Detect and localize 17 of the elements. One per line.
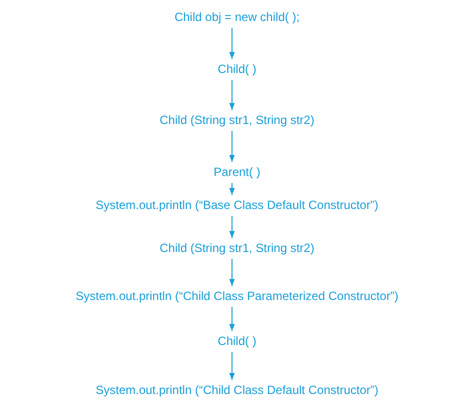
arrow bbox=[229, 28, 235, 60]
code-statement: Child (String str1, String str2) bbox=[160, 240, 314, 256]
arrow bbox=[229, 258, 235, 286]
arrow bbox=[229, 352, 235, 380]
code-statement: Child( ) bbox=[218, 61, 256, 77]
arrow bbox=[229, 306, 235, 332]
code-statement: Child obj = new child( ); bbox=[174, 9, 300, 25]
code-statement: System.out.println (“Child Class Parameterized Constructor”) bbox=[76, 288, 398, 304]
code-statement: System.out.println (“Child Class Default Constructor”) bbox=[96, 382, 378, 398]
code-statement: System.out.println (“Base Class Default Constructor”) bbox=[96, 197, 378, 213]
arrow bbox=[229, 130, 235, 162]
code-statement: Parent( ) bbox=[214, 164, 260, 180]
code-statement: Child( ) bbox=[218, 333, 256, 349]
arrow bbox=[229, 216, 235, 238]
arrow bbox=[229, 182, 235, 196]
code-statement: Child (String str1, String str2) bbox=[160, 112, 314, 128]
arrow bbox=[229, 80, 235, 110]
